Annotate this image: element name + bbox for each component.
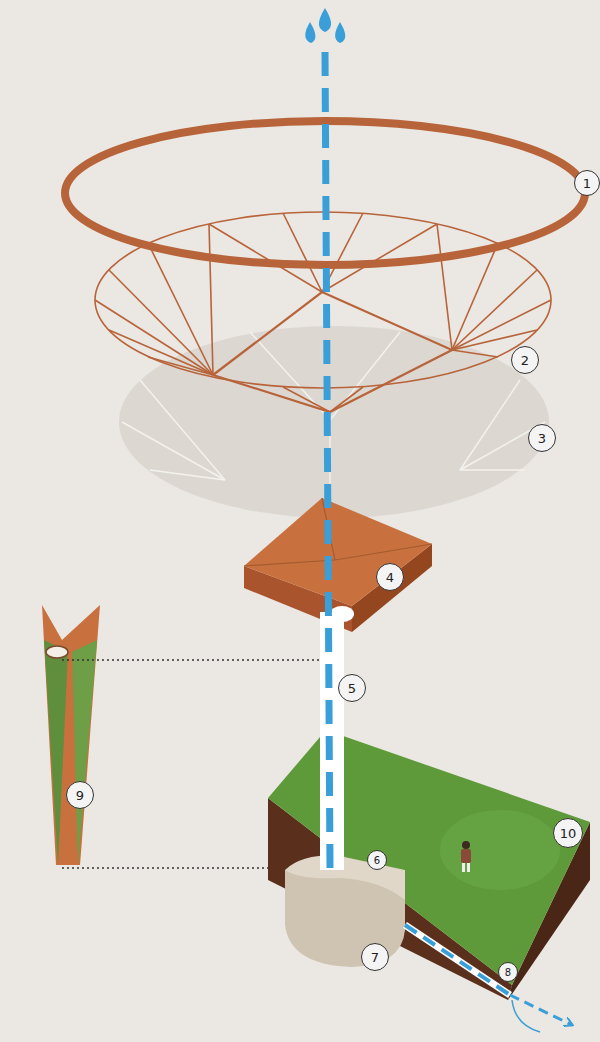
callout-marker: 8: [498, 962, 518, 982]
seam: [250, 332, 330, 420]
collector-funnel: [244, 498, 432, 632]
spoke: [283, 213, 322, 292]
spoke: [148, 357, 213, 375]
spoke: [209, 224, 213, 375]
column-body: [42, 605, 100, 865]
seam: [150, 470, 225, 480]
crease: [335, 544, 432, 560]
spoke: [452, 300, 551, 350]
callout-marker: 2: [511, 346, 539, 374]
person-figure: [461, 841, 471, 872]
spoke: [452, 350, 498, 357]
callout-number: 2: [521, 353, 529, 368]
callout-number: 7: [371, 950, 379, 965]
spoke: [109, 330, 213, 375]
callout-marker: 1: [574, 170, 600, 196]
grass-top: [268, 730, 590, 985]
callout-marker: 3: [528, 424, 556, 452]
cistern-top: [285, 855, 405, 900]
callout-number: 3: [538, 431, 546, 446]
leader-line: [62, 659, 330, 661]
callout-marker: 5: [338, 674, 366, 702]
water-flow: [325, 52, 330, 868]
person-leg: [467, 863, 470, 872]
callout-number: 9: [76, 788, 84, 803]
seam: [140, 380, 225, 480]
spoke: [452, 270, 537, 350]
spoke: [452, 243, 498, 350]
person-leg: [462, 863, 465, 872]
callout-number: 10: [560, 826, 577, 841]
callout-number: 6: [374, 855, 380, 866]
callout-number: 5: [348, 681, 356, 696]
spoke: [283, 387, 330, 412]
membrane-canopy: [119, 326, 549, 518]
callout-marker: 9: [66, 781, 94, 809]
drop: [319, 8, 331, 32]
drop: [335, 22, 345, 43]
outflow-curve: [512, 1000, 540, 1032]
membrane-fill: [119, 326, 549, 518]
membrane-seams: [122, 332, 545, 518]
column-detail: [42, 605, 100, 865]
outlet-pipe: [405, 925, 510, 995]
column-green: [44, 640, 68, 865]
outflow-arrow: [510, 995, 572, 1025]
callout-marker: 4: [376, 563, 404, 591]
column-hole: [46, 646, 68, 658]
callout-marker: 7: [361, 943, 389, 971]
spoke: [437, 224, 452, 350]
funnel-top: [244, 498, 432, 606]
spoke: [148, 243, 213, 375]
truss-core: [213, 292, 452, 412]
funnel-creases: [244, 498, 432, 566]
column-green: [72, 640, 97, 865]
rain-drops: [305, 8, 345, 43]
callout-number: 4: [386, 570, 394, 585]
crease: [244, 560, 335, 566]
callout-marker: 6: [367, 850, 387, 870]
seam: [460, 469, 525, 471]
seam: [460, 380, 520, 470]
callout-marker: 10: [553, 818, 583, 848]
seam: [122, 422, 225, 480]
person-body: [461, 849, 471, 863]
grass-patch: [440, 810, 560, 890]
callout-number: 8: [505, 967, 511, 978]
drop: [305, 22, 315, 43]
spoke: [330, 387, 363, 412]
outlet-flow: [405, 925, 510, 995]
person-head: [462, 841, 470, 849]
spoke: [109, 270, 213, 375]
callout-number: 1: [583, 176, 591, 191]
ground-block: [268, 730, 590, 1000]
